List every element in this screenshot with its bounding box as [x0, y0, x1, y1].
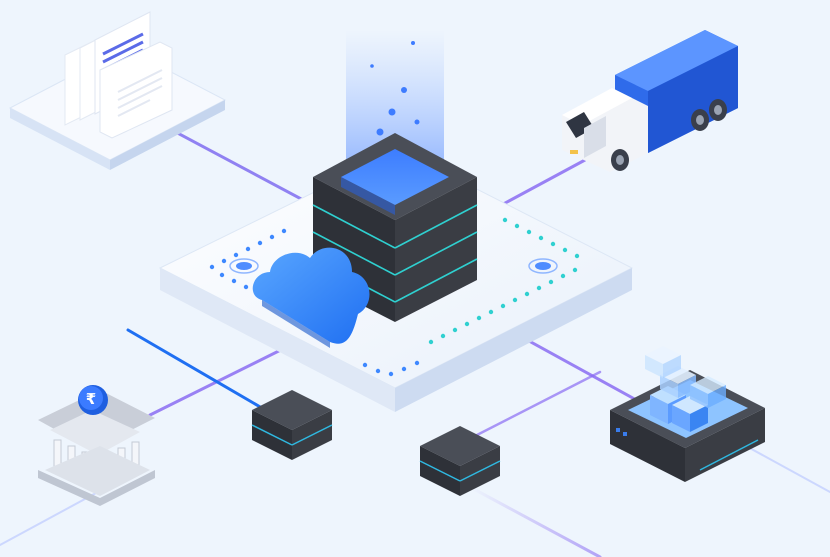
cloud-icon	[252, 247, 370, 348]
document-stack-icon	[64, 11, 173, 139]
line-bottom-a	[468, 485, 602, 557]
storage-tray-with-cubes-icon	[610, 346, 765, 482]
dotted-ring	[209, 217, 580, 377]
small-server-box-icon-2	[419, 426, 501, 496]
rupee-coin-icon: ₹	[78, 385, 108, 415]
bank-icon	[38, 390, 155, 506]
coin-symbol: ₹	[86, 390, 96, 408]
small-server-box-icon	[251, 390, 333, 460]
target-left-icon	[229, 258, 259, 274]
line-blue-left	[126, 328, 264, 410]
delivery-truck-icon	[562, 30, 738, 172]
data-beam	[346, 30, 444, 178]
cube-cluster	[645, 346, 726, 432]
target-right-icon	[528, 258, 558, 274]
line-box-right	[473, 370, 602, 438]
